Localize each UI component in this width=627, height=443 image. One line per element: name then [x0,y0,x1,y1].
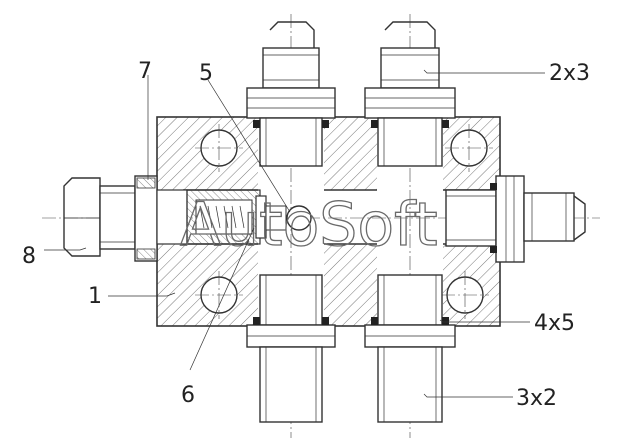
mounting-hole-bottom-right [441,271,489,319]
callout-4x5: 4x5 [534,311,575,336]
fitting-bottom-left [246,274,336,423]
callout-labels: 1 2x3 3x2 4x5 5 6 7 8 [22,59,590,411]
mounting-hole-top-left [195,124,243,172]
mounting-hole-top-right [445,124,493,172]
fitting-top-right [364,21,456,167]
callout-5: 5 [199,61,213,86]
callout-6: 6 [181,383,195,408]
leader-lines [44,69,545,398]
callout-1: 1 [88,284,102,309]
plug-left [63,175,188,262]
callout-2x3: 2x3 [549,61,590,86]
callout-7: 7 [138,59,152,84]
check-valve-cartridge [186,189,312,245]
callout-3x2: 3x2 [516,386,557,411]
fitting-right [445,175,586,263]
fitting-bottom-right [364,274,456,423]
fitting-top-left [246,21,336,167]
callout-8: 8 [22,244,36,269]
watermark-text: AutoSoft [180,190,438,260]
